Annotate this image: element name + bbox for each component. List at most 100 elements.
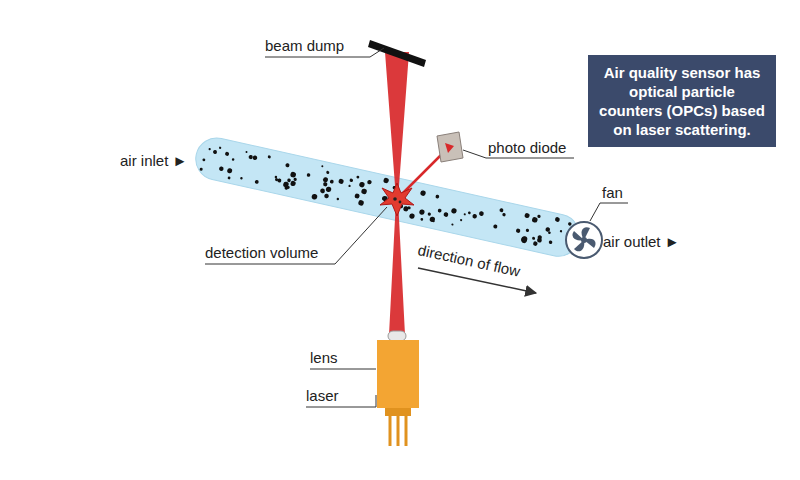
particle [548, 240, 552, 244]
flow-label: direction of flow [416, 241, 522, 281]
particle [330, 179, 335, 184]
particle [479, 211, 485, 217]
particle [202, 158, 205, 161]
particle [468, 211, 471, 214]
particle [537, 214, 541, 218]
particles [199, 138, 573, 256]
particle [293, 177, 297, 181]
part-label: lens [310, 349, 338, 367]
particle [323, 177, 329, 183]
particle [383, 177, 389, 183]
particle [268, 155, 272, 159]
particle [533, 241, 538, 246]
part-label: beam dump [265, 37, 344, 55]
laser-base [385, 408, 411, 416]
particle [311, 193, 318, 200]
particle [274, 175, 277, 178]
particle [354, 193, 360, 199]
particle [306, 173, 310, 177]
particle [336, 198, 339, 201]
part-label: laser [306, 387, 339, 405]
part-label: photo diode [488, 139, 566, 157]
particle [537, 237, 543, 243]
particle [460, 219, 463, 222]
particle [493, 224, 498, 229]
air-tube [192, 134, 584, 261]
particle [356, 175, 359, 178]
particle [285, 163, 290, 168]
particle [524, 213, 530, 219]
particle [361, 188, 368, 195]
particle [208, 148, 211, 151]
particle [254, 180, 259, 185]
particle [349, 178, 353, 182]
particle [568, 222, 572, 226]
laser-pins [390, 416, 406, 446]
title-text: Air quality sensor has optical particle … [596, 63, 768, 139]
inlet-label: air inlet ► [120, 152, 187, 170]
part-label: detection volume [205, 244, 318, 262]
particle [227, 168, 233, 174]
laser-body [377, 340, 419, 408]
particle [516, 228, 521, 233]
particle [240, 177, 243, 180]
particle [472, 214, 477, 219]
particle [219, 146, 222, 149]
particle [287, 178, 291, 182]
particle [252, 155, 257, 160]
particle [232, 158, 235, 161]
particle [521, 236, 528, 243]
particle [560, 230, 563, 233]
particle [532, 237, 536, 241]
particle [338, 178, 344, 184]
particle [290, 180, 296, 186]
particle [409, 213, 415, 219]
photo-diode [437, 132, 463, 162]
particle [429, 216, 435, 222]
particle [437, 208, 441, 212]
particle [324, 193, 329, 198]
particle [548, 231, 551, 234]
particle [219, 166, 224, 171]
fan [566, 222, 602, 258]
leader-lines [205, 48, 628, 407]
particle [225, 151, 230, 156]
particle [326, 171, 330, 175]
title-box: Air quality sensor has optical particle … [588, 55, 776, 147]
particle [420, 190, 426, 196]
particle [555, 217, 561, 223]
particle [443, 212, 449, 218]
outlet-label: air outlet ► [603, 233, 680, 251]
particle [419, 209, 425, 215]
particle [463, 213, 466, 216]
particle [248, 155, 253, 160]
detection-volume [380, 183, 414, 216]
particle [407, 206, 411, 210]
particle [323, 182, 328, 187]
particle [435, 194, 439, 198]
particle [367, 180, 372, 185]
particle [227, 176, 230, 179]
particle [393, 197, 397, 201]
particle [321, 165, 323, 167]
beam-dump [368, 40, 426, 67]
particle [499, 208, 504, 213]
particle [275, 178, 279, 182]
air-channel [192, 134, 584, 261]
particle [525, 228, 529, 232]
particle [358, 200, 365, 207]
particle [427, 212, 431, 216]
particle [521, 236, 528, 243]
particle [325, 186, 331, 192]
particle [348, 185, 351, 188]
particle [359, 181, 365, 187]
particle [283, 181, 290, 188]
particle [451, 208, 457, 214]
particle [245, 151, 247, 153]
particle [502, 213, 506, 217]
particle [451, 223, 454, 226]
particle [290, 171, 297, 178]
part-label: fan [602, 184, 623, 202]
particle [420, 218, 423, 221]
particle [320, 188, 326, 194]
